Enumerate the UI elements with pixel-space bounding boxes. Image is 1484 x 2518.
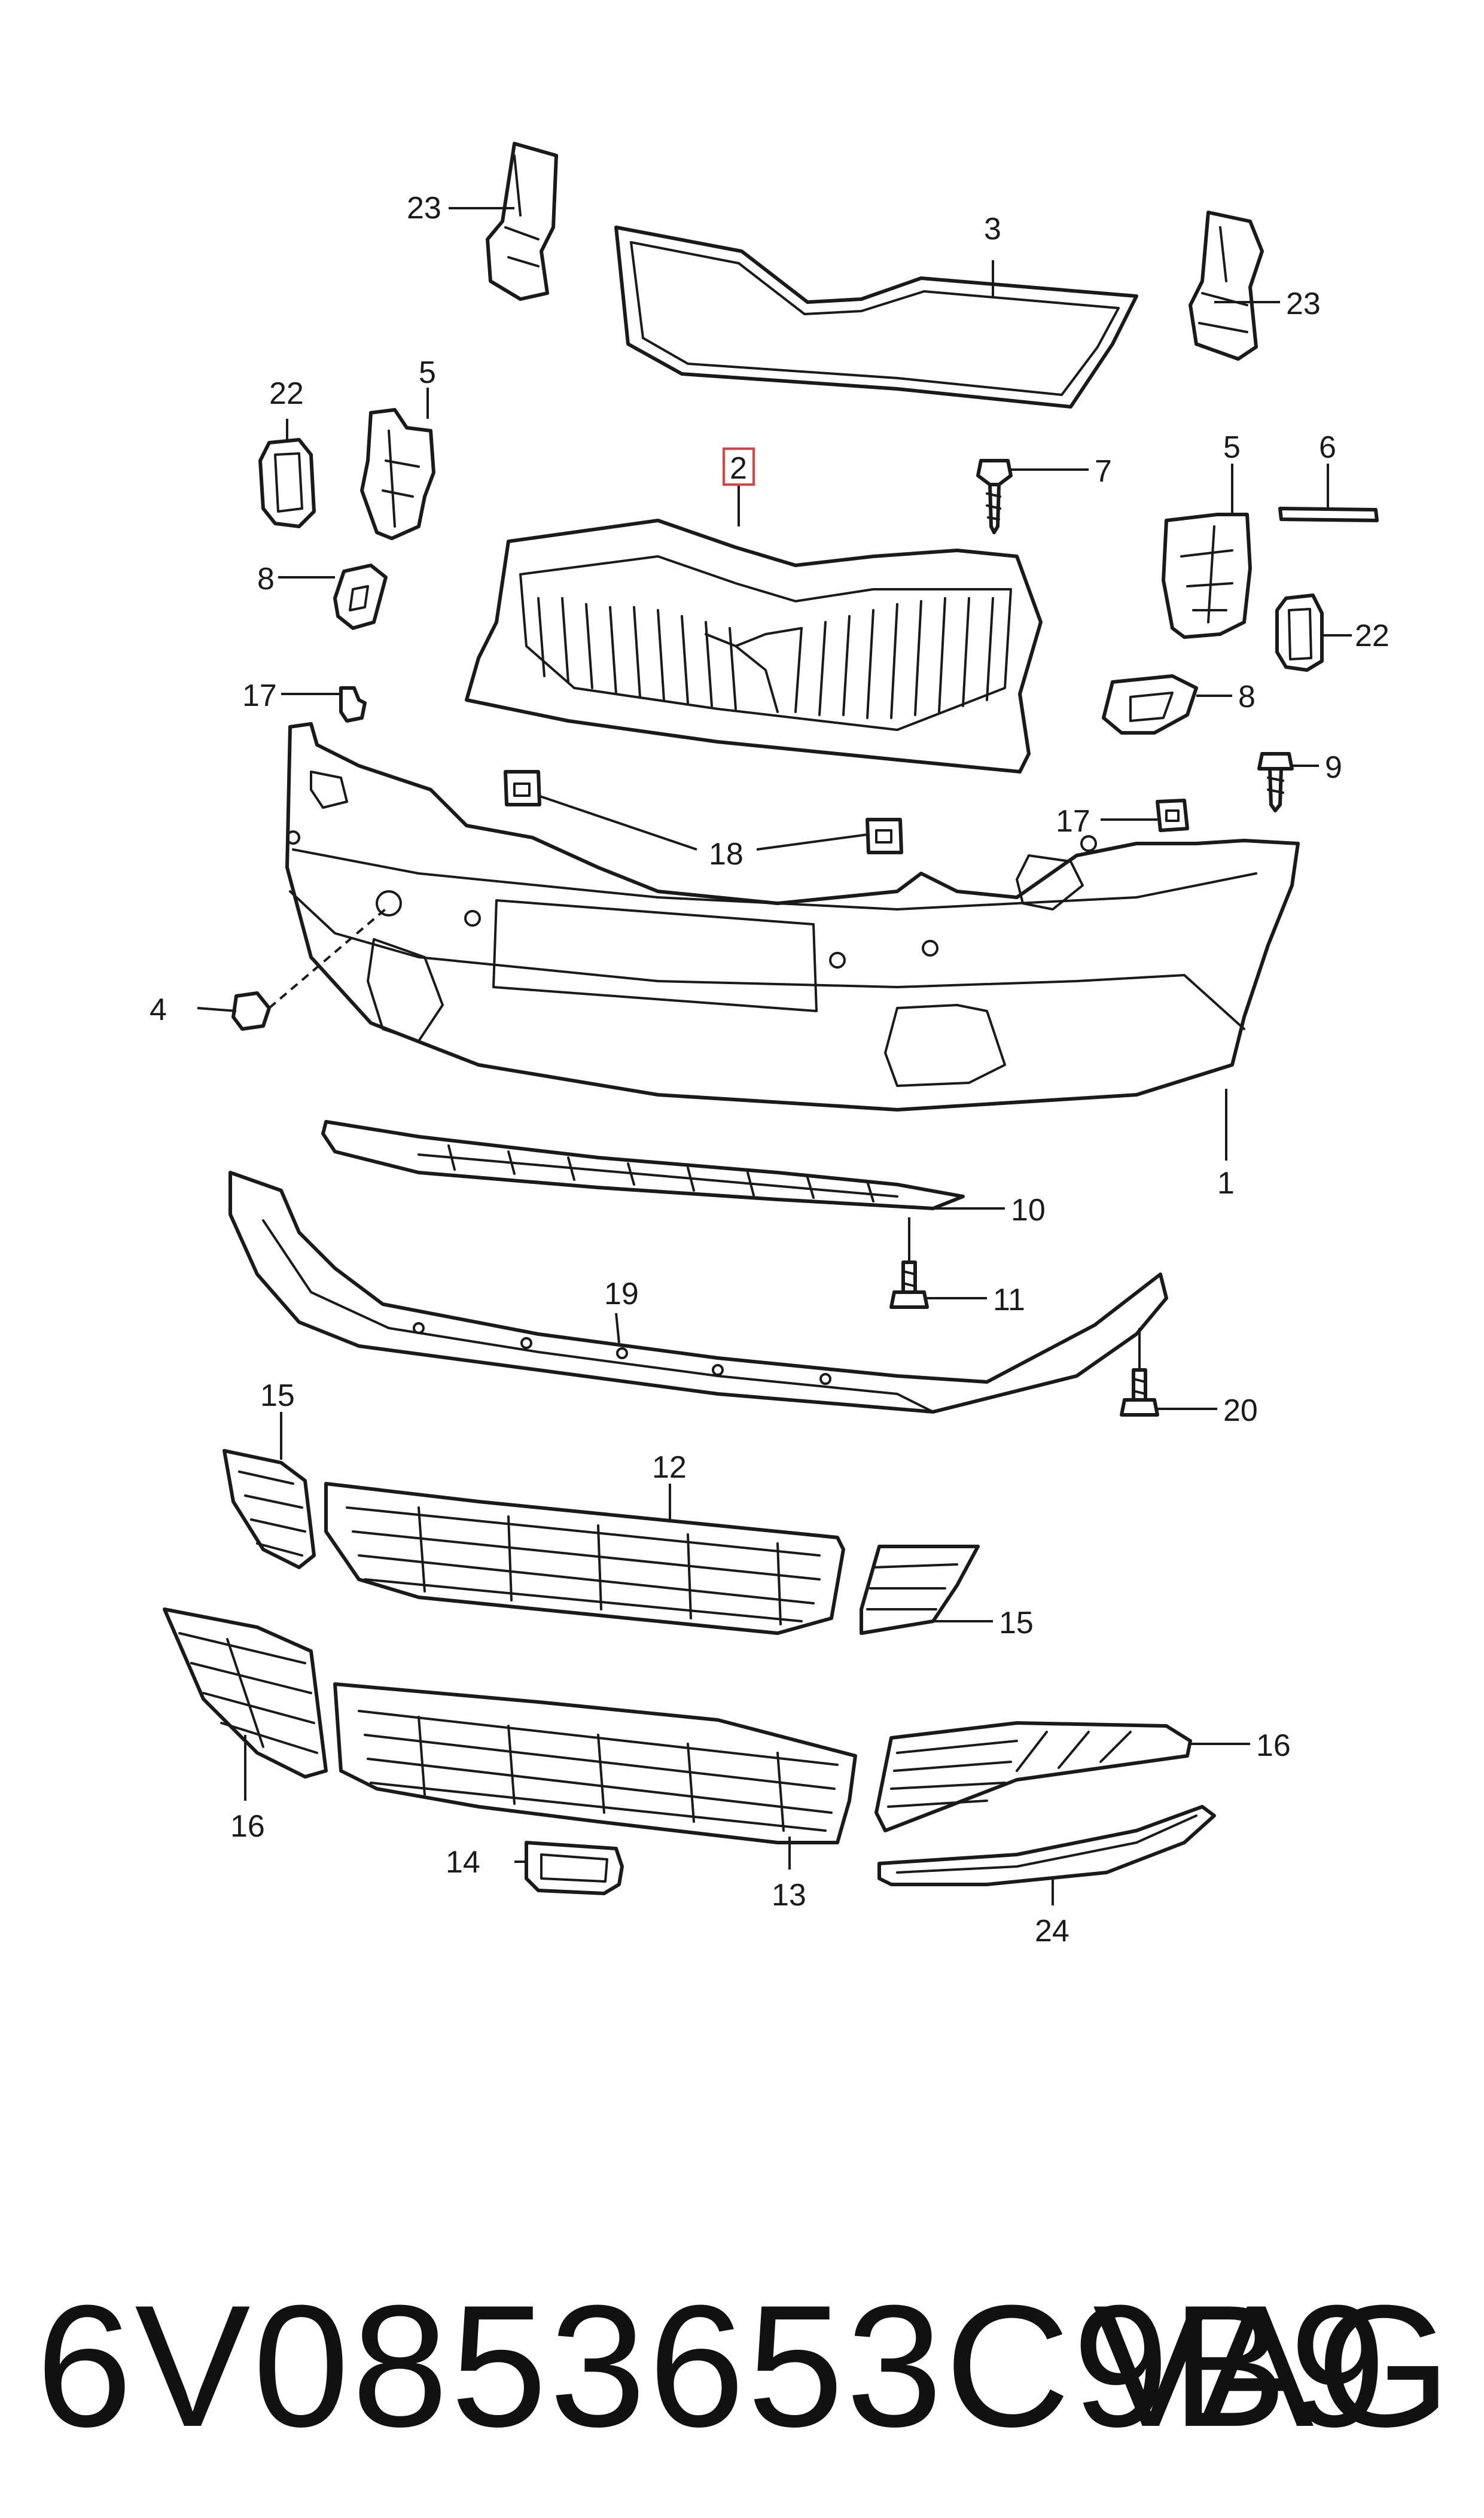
callout-17-right: 17 [1056, 804, 1090, 839]
part-2-main-grille [465, 519, 1043, 774]
callout-16-right: 16 [1256, 1728, 1291, 1763]
part-13-center-lower-grille [333, 1682, 857, 1844]
part-22-left-cap [258, 438, 316, 528]
callout-23-right: 23 [1286, 287, 1321, 321]
callout-22-right: 22 [1355, 619, 1389, 653]
callout-8-left: 8 [257, 562, 275, 596]
callout-9: 9 [1325, 750, 1342, 785]
part-23-right-bracket [1189, 211, 1264, 361]
callout-15-right: 15 [999, 1606, 1034, 1640]
part-22-right-cap [1275, 593, 1324, 672]
part-11-screw [889, 1260, 929, 1309]
callout-8-right: 8 [1238, 680, 1256, 714]
callout-4: 4 [150, 992, 167, 1027]
part-19-lower-spoiler [228, 1171, 1168, 1414]
callout-22-left: 22 [269, 376, 304, 411]
part-16-right-grille [874, 1721, 1192, 1832]
callout-14: 14 [446, 1845, 480, 1880]
part-3-grille-frame [614, 226, 1138, 409]
leader-lines [197, 207, 1352, 1905]
part-number-footer: 6V0853653C9B9 VAG [36, 2267, 1459, 2465]
part-7-screw [976, 459, 1013, 534]
brand-text: VAG [1093, 2269, 1453, 2463]
callout-20: 20 [1223, 1393, 1258, 1428]
part-12-upper-lower-grille [324, 1482, 845, 1635]
callout-11: 11 [993, 1283, 1025, 1317]
callout-7: 7 [1095, 454, 1112, 489]
callout-3: 3 [984, 212, 1001, 246]
part-8-right-trim [1102, 674, 1198, 735]
callout-12: 12 [652, 1450, 687, 1485]
part-8-left-trim [333, 564, 388, 630]
callout-6: 6 [1319, 430, 1336, 465]
callout-19: 19 [604, 1277, 639, 1311]
part-18-right-clip [866, 818, 903, 854]
callout-10: 10 [1011, 1193, 1046, 1228]
callout-17-left: 17 [242, 678, 277, 713]
part-15-left-insert [223, 1449, 316, 1569]
part-9-screw [1257, 752, 1294, 812]
part-number-text: 6V0853653C9B9 [36, 2269, 1389, 2463]
callout-2: 2 [730, 451, 747, 486]
part-23-left-bracket [486, 142, 558, 301]
callout-labels: 23 3 23 22 5 2 7 5 6 8 22 8 17 9 17 18 4… [150, 191, 1389, 1948]
callout-16-left: 16 [230, 1809, 265, 1844]
part-1-bumper-cover [285, 722, 1300, 1112]
callout-2-highlight [723, 447, 755, 486]
part-6-strip [1278, 507, 1379, 522]
callout-15-left: 15 [260, 1378, 295, 1413]
part-20-screw [1120, 1368, 1159, 1417]
part-24-trim-strip [877, 1805, 1216, 1886]
callout-23-left: 23 [407, 191, 441, 226]
callout-1: 1 [1217, 1166, 1235, 1201]
part-18-left-clip [504, 770, 541, 806]
part-4-tow-cap [231, 991, 271, 1031]
part-16-left-grille [163, 1607, 328, 1779]
part-10-reinforcement-strip [321, 1120, 965, 1210]
callout-18: 18 [709, 837, 743, 872]
callout-5-right: 5 [1223, 430, 1241, 465]
part-14-tow-cover [525, 1841, 624, 1895]
part-17-left-clip [339, 686, 367, 723]
part-17-right-clip [1156, 799, 1189, 832]
callout-13: 13 [772, 1878, 806, 1913]
part-5-left-bracket [360, 408, 435, 540]
callout-5-left: 5 [419, 355, 436, 390]
callout-24: 24 [1035, 1914, 1069, 1948]
part-5-right-bracket [1162, 513, 1252, 639]
